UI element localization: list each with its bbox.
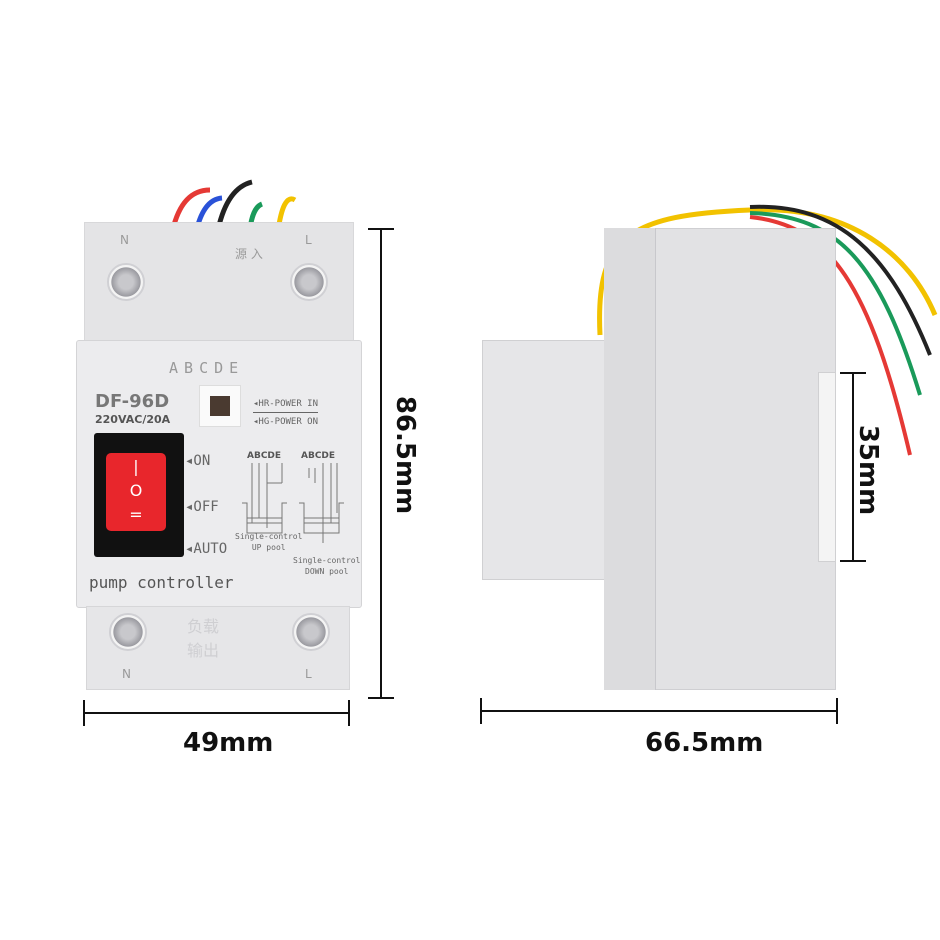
terminal-label-l-top: L [305, 233, 312, 247]
chinese-label-top: 源 入 [235, 247, 263, 261]
diagram-caption-down: Single-control DOWN pool [293, 556, 361, 576]
rail-dimension-line [852, 372, 854, 562]
diagram-caption-up: Single-control UP pool [235, 532, 303, 552]
rail-dimension-label: 35mm [853, 424, 883, 516]
terminal-label-n-top: N [120, 233, 129, 247]
rating-label: 220VAC/20A [95, 413, 171, 426]
switch-label-on: ◂ON [185, 453, 211, 469]
dimension-tick [348, 700, 350, 726]
probe-c: C [199, 359, 215, 377]
indicator-label-power-in: ◂HR-POWER IN [253, 399, 319, 413]
din-rail-slot [818, 372, 836, 562]
probe-e: E [229, 359, 245, 377]
dimension-tick [83, 700, 85, 726]
dimension-tick [368, 697, 394, 699]
switch-label-auto: ◂AUTO [185, 541, 228, 557]
chinese-label-bottom: 负载 输出 [187, 617, 220, 660]
model-label: DF-96D [95, 391, 170, 412]
switch-rocker-icon: |O= [106, 453, 166, 531]
switch-label-off: ◂OFF [185, 499, 219, 515]
dimension-tick [368, 228, 394, 230]
device-front-panel: ABCDE DF-96D 220VAC/20A ◂HR-POWER IN ◂HG… [76, 340, 362, 608]
screw-icon [290, 263, 328, 301]
indicator-window [199, 385, 241, 427]
screw-icon [292, 613, 330, 651]
terminal-label-l-bottom: L [305, 667, 312, 681]
diagram-header-up: ABCDE [247, 451, 282, 461]
screw-icon [107, 263, 145, 301]
device-top-block: N L 源 入 [84, 222, 354, 347]
pool-diagram-icon [242, 463, 344, 543]
dimension-tick [480, 698, 482, 724]
device-side-front-protrusion [482, 340, 608, 580]
height-dimension-line [380, 228, 382, 698]
product-name: pump controller [89, 573, 234, 592]
rocker-switch[interactable]: |O= [94, 433, 184, 557]
dimension-tick [840, 560, 866, 562]
dimension-tick [836, 698, 838, 724]
probe-d: D [214, 359, 230, 377]
probe-a: A [169, 359, 185, 377]
device-bottom-block: 负载 输出 N L [86, 606, 350, 690]
dimension-tick [840, 372, 866, 374]
device-side-cap [604, 228, 656, 690]
depth-dimension-line [480, 710, 838, 712]
screw-icon [109, 613, 147, 651]
diagram-header-down: ABCDE [301, 451, 336, 461]
terminal-label-n-bottom: N [122, 667, 131, 681]
probe-labels: ABCDE [169, 359, 244, 377]
depth-dimension-label: 66.5mm [645, 728, 764, 758]
indicator-label-power-on: ◂HG-POWER ON [253, 417, 319, 427]
width-dimension-label: 49mm [183, 728, 274, 758]
width-dimension-line [83, 712, 350, 714]
probe-b: B [184, 359, 200, 377]
height-dimension-label: 86.5mm [390, 395, 420, 515]
